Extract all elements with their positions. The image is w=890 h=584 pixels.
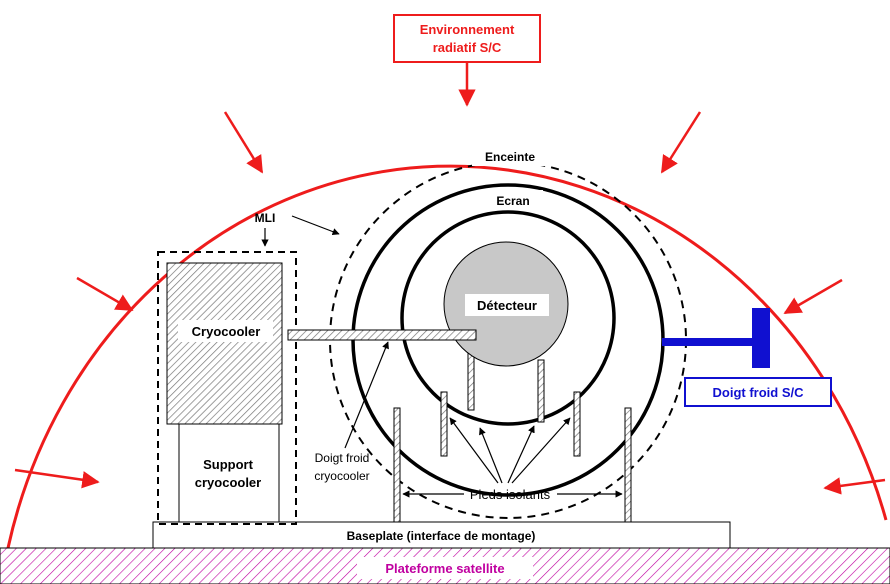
cold-finger-label-line1: Doigt froid [315, 451, 370, 465]
support-label-line1: Support [203, 457, 253, 472]
cryocooler-cold-finger [287, 329, 477, 341]
enceinte-label: Enceinte [485, 150, 535, 164]
radiation-arrow [14, 468, 100, 489]
cryocooler-support [178, 423, 280, 523]
baseplate [152, 521, 731, 549]
ecran-circle [400, 210, 616, 426]
pieds-isolants-label: Pieds isolants [470, 487, 551, 502]
foot-mid-left [440, 391, 448, 457]
platform-label: Plateforme satellite [385, 561, 504, 576]
sc-cold-finger-label: Doigt froid S/C [713, 385, 805, 400]
cryocooler-label: Cryocooler [192, 324, 261, 339]
sc-cold-finger-head [752, 308, 770, 368]
cold-finger-pointer [344, 341, 389, 449]
radiation-arrow [783, 278, 843, 315]
environment-label-line1: Environnement [420, 22, 515, 37]
mli-cryocooler-envelope [157, 251, 297, 525]
mli-label: MLI [255, 211, 276, 225]
foot-mid-right [573, 391, 581, 457]
radiation-arrow [76, 276, 134, 312]
pieds-pointer [511, 417, 571, 484]
platform-label-bg [357, 557, 533, 579]
cryocooler-label-bg [178, 320, 273, 342]
ecran-label-bg [483, 190, 543, 210]
detector-label-bg [465, 294, 549, 316]
enceinte-label-bg [472, 146, 548, 166]
cryocooler-body [166, 262, 283, 425]
sc-cold-finger-bar [662, 338, 754, 346]
baseplate-label: Baseplate (interface de montage) [347, 529, 536, 543]
mli-pointer-right [291, 215, 340, 236]
foot-inner-right [537, 359, 545, 423]
radiation-arrow [223, 111, 264, 174]
radiation-arrow [660, 111, 702, 174]
sc-cold-finger-label-box [684, 377, 832, 407]
pieds-pointer [449, 417, 499, 484]
radiative-arrows [14, 60, 886, 495]
radiation-arrow [823, 477, 886, 495]
radiative-environment-arc [6, 164, 888, 549]
ecran-label: Ecran [496, 194, 529, 208]
foot-outer-left [393, 407, 401, 523]
environment-label-line2: radiatif S/C [433, 40, 502, 55]
foot-outer-right [624, 407, 632, 523]
pieds-pointer [479, 427, 503, 484]
support-label-line2: cryocooler [195, 475, 261, 490]
environment-label-box [393, 14, 541, 63]
cold-finger-label-line2: cryocooler [314, 469, 369, 483]
detector-label: Détecteur [477, 298, 537, 313]
pieds-pointer [507, 425, 535, 484]
